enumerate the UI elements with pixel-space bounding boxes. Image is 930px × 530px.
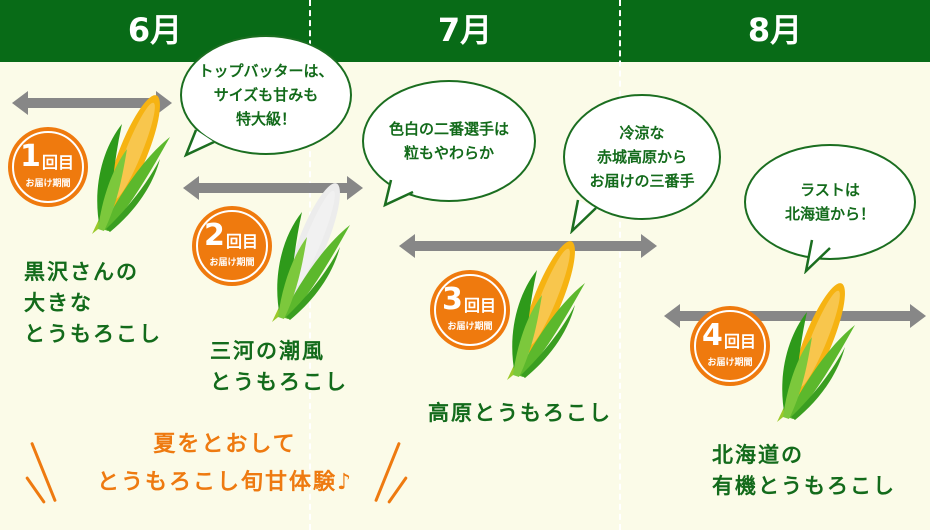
bubble-line: 粒もやわらか: [403, 144, 494, 162]
badge-sub: お届け期間: [209, 258, 255, 268]
speech-bubble-4: ラストは北海道から！: [744, 144, 916, 260]
bubble-line: ラストは: [800, 181, 860, 199]
label-line: 黒沢さんの: [24, 260, 139, 284]
label-line: とうもろこし: [24, 322, 162, 346]
period-arrow-2: [183, 176, 363, 200]
bubble-line: 冷涼な: [619, 124, 665, 142]
white-corn-icon: [252, 176, 352, 328]
product-label-4: 北海道の有機とうもろこし: [712, 440, 896, 502]
badge-sub: お届け期間: [447, 322, 493, 332]
speech-bubble-3: 冷涼な赤城高原からお届けの三番手: [563, 94, 721, 220]
speech-bubble-1: トップバッターは、サイズも甘みも特大級！: [180, 35, 352, 155]
month-divider: [619, 0, 621, 530]
bubble-tail: [804, 239, 831, 274]
tagline-line: 夏をとおして: [153, 432, 297, 457]
period-arrow-4: [664, 304, 926, 328]
bubble-line: 北海道から！: [784, 205, 875, 223]
badge-kai: 回目: [464, 296, 497, 315]
label-line: 大きな: [24, 291, 93, 315]
tagline-line: とうもろこし旬甘体験♪: [96, 470, 354, 495]
emphasis-line: [25, 476, 46, 504]
bubble-line: お届けの三番手: [589, 172, 695, 190]
corn-icon: [757, 276, 857, 428]
bubble-line: 赤城高原から: [596, 148, 687, 166]
emphasis-line: [387, 476, 408, 504]
badge-sub: お届け期間: [707, 358, 753, 368]
corn-icon: [487, 234, 587, 386]
month-august: 8月: [747, 11, 803, 49]
badge-number: 3: [442, 282, 463, 317]
label-line: 北海道の: [712, 443, 804, 467]
bubble-line: 色白の二番選手は: [388, 120, 509, 138]
bubble-tail: [183, 129, 215, 158]
tagline: 夏をとおしてとうもろこし旬甘体験♪: [60, 426, 390, 502]
bubble-tail: [570, 199, 597, 234]
month-june: 6月: [127, 11, 183, 49]
badge-sub: お届け期間: [25, 179, 71, 189]
month-header: 6月 7月 8月: [0, 0, 930, 62]
product-label-2: 三河の潮風とうもろこし: [210, 336, 348, 398]
label-line: 三河の潮風: [210, 339, 325, 363]
corn-icon: [72, 88, 172, 240]
bubble-line: 特大級！: [235, 110, 296, 128]
label-line: 有機とうもろこし: [712, 474, 896, 498]
product-label-3: 高原とうもろこし: [428, 398, 612, 429]
badge-kai: 回目: [724, 332, 757, 351]
badge-number: 4: [702, 318, 723, 353]
badge-kai: 回目: [42, 153, 75, 172]
label-line: 高原とうもろこし: [428, 401, 612, 425]
month-july: 7月: [437, 11, 493, 49]
bubble-line: トップバッターは、: [198, 62, 334, 80]
bubble-line: サイズも甘みも: [213, 86, 319, 104]
period-arrow-1: [12, 91, 172, 115]
product-label-1: 黒沢さんの大きなとうもろこし: [24, 257, 162, 350]
period-arrow-3: [399, 234, 657, 258]
badge-kai: 回目: [226, 232, 259, 251]
badge-number: 1: [20, 139, 41, 174]
bubble-tail: [383, 179, 414, 208]
label-line: とうもろこし: [210, 370, 348, 394]
badge-number: 2: [204, 218, 225, 253]
emphasis-line: [30, 441, 57, 503]
